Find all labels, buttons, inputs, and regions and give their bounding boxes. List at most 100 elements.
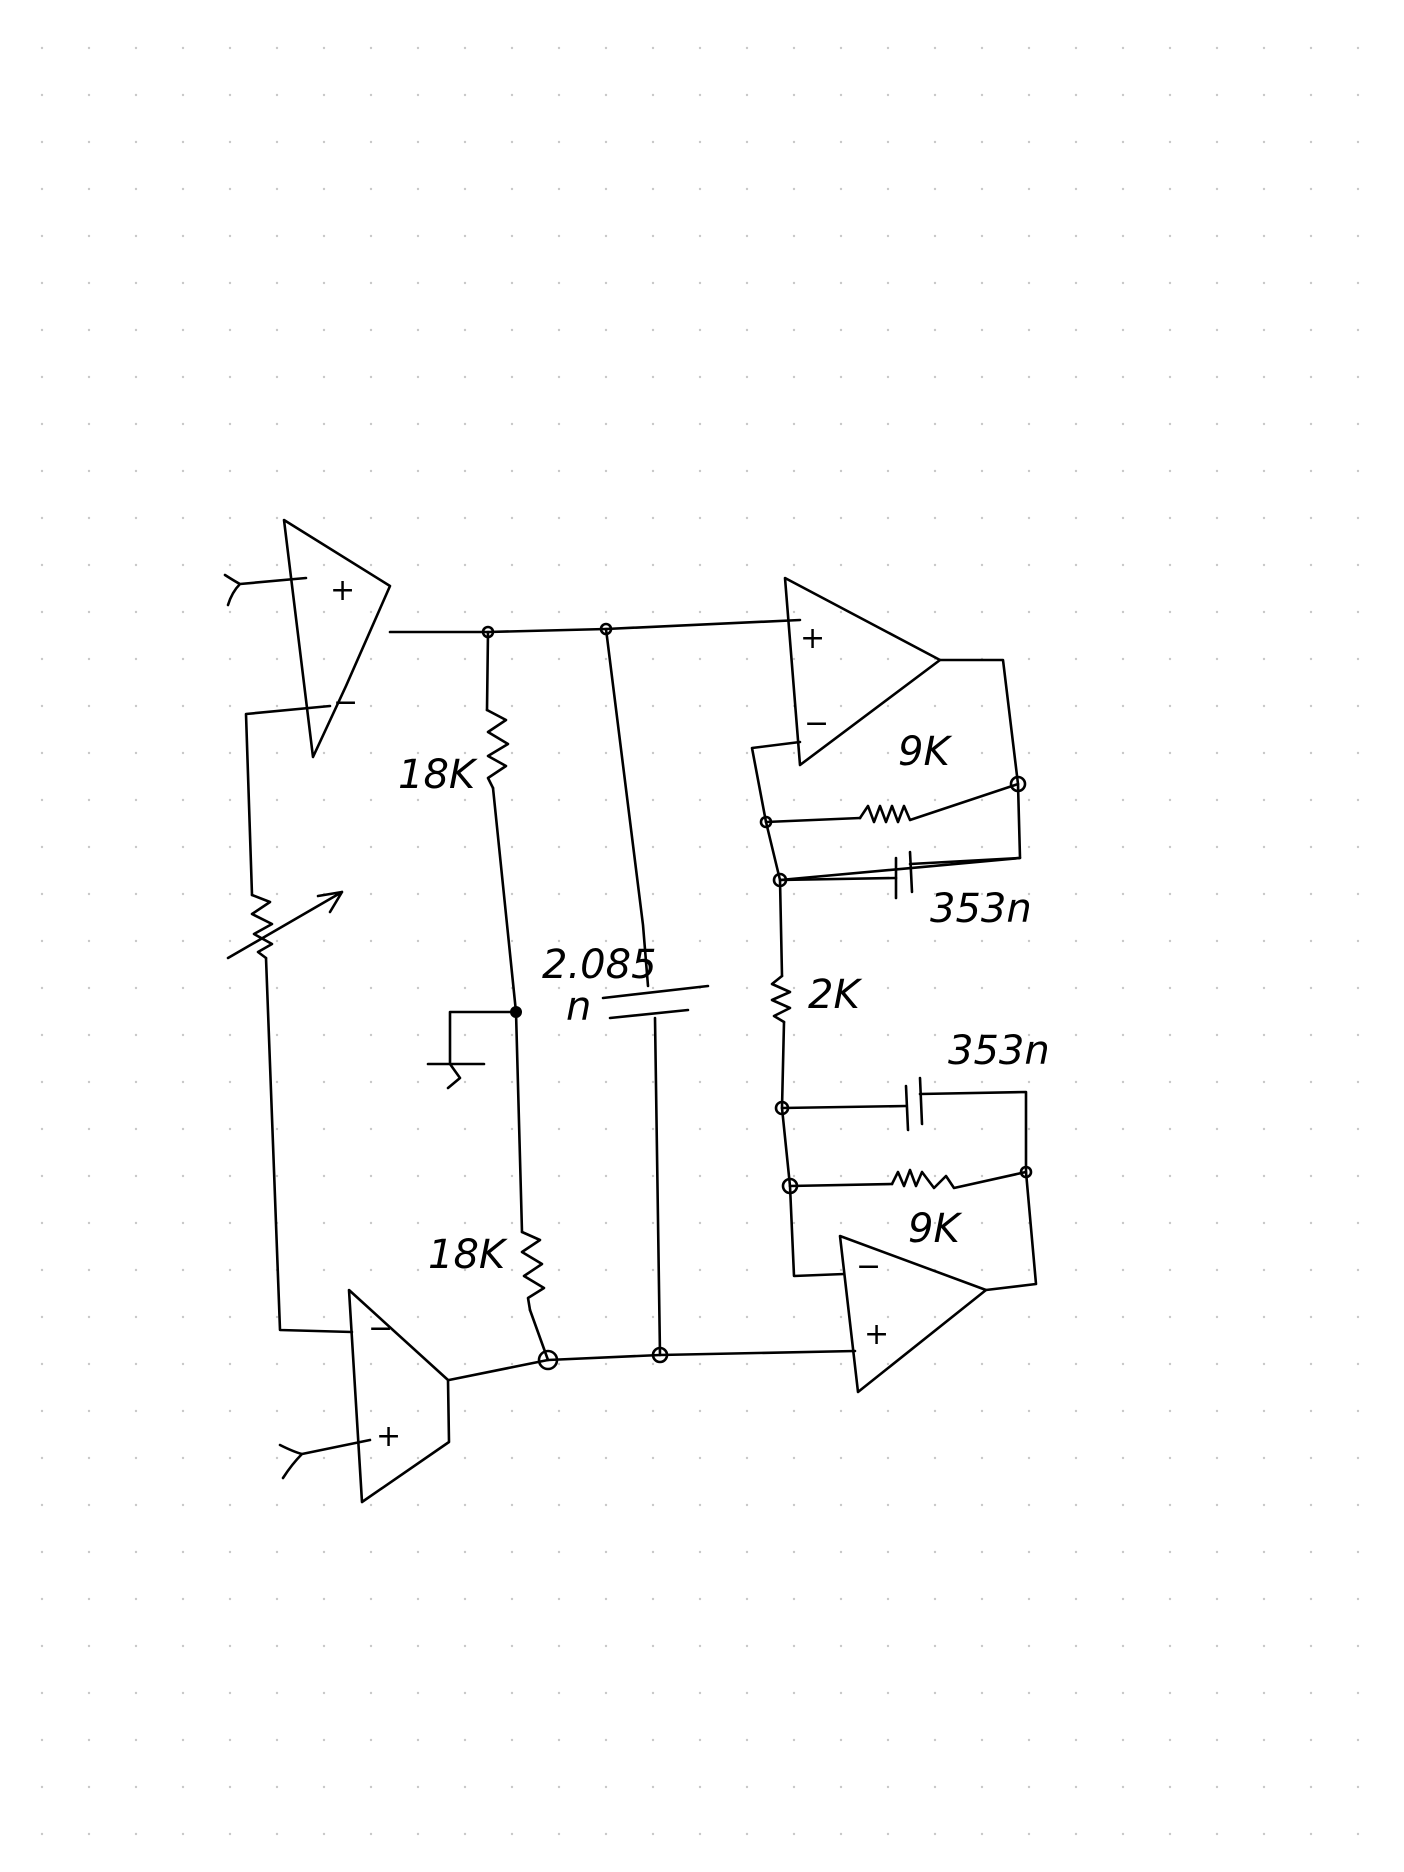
- grid-dot: [980, 328, 984, 332]
- grid-dot: [745, 46, 749, 50]
- grid-dot: [745, 1691, 749, 1695]
- grid-dot: [698, 140, 702, 144]
- grid-dot: [416, 1033, 420, 1037]
- grid-dot: [134, 375, 138, 379]
- grid-dot: [604, 986, 608, 990]
- grid-dot: [322, 563, 326, 567]
- grid-dot: [40, 1785, 44, 1789]
- wire-cap-center-top: [604, 627, 650, 988]
- grid-dot: [134, 1315, 138, 1319]
- grid-dot: [1168, 1127, 1172, 1131]
- grid-dot: [1215, 1456, 1219, 1460]
- grid-dot: [698, 1080, 702, 1084]
- grid-dot: [933, 422, 937, 426]
- grid-dot: [698, 1221, 702, 1225]
- grid-dot: [557, 1033, 561, 1037]
- grid-dot: [604, 422, 608, 426]
- grid-dot: [1074, 375, 1078, 379]
- grid-dot: [181, 281, 185, 285]
- grid-dot: [510, 281, 514, 285]
- grid-dot: [792, 1691, 796, 1695]
- grid-dot: [322, 234, 326, 238]
- grid-dot: [651, 1080, 655, 1084]
- grid-dot: [1121, 187, 1125, 191]
- grid-dot: [1121, 375, 1125, 379]
- grid-dot: [1074, 1738, 1078, 1742]
- grid-dot: [134, 845, 138, 849]
- grid-dot: [181, 1127, 185, 1131]
- grid-dot: [228, 1597, 232, 1601]
- grid-dot: [369, 1738, 373, 1742]
- grid-dot: [463, 563, 467, 567]
- grid-dot: [745, 140, 749, 144]
- grid-dot: [134, 798, 138, 802]
- grid-dot: [886, 892, 890, 896]
- grid-dot: [322, 1127, 326, 1131]
- grid-dot: [745, 986, 749, 990]
- grid-dot: [1168, 234, 1172, 238]
- grid-dot: [322, 1033, 326, 1037]
- grid-dot: [40, 1456, 44, 1460]
- grid-dot: [557, 375, 561, 379]
- grid-dot: [933, 1033, 937, 1037]
- grid-dot: [369, 375, 373, 379]
- grid-dot: [322, 1738, 326, 1742]
- grid-dot: [1262, 234, 1266, 238]
- grid-dot: [839, 187, 843, 191]
- grid-dot: [181, 140, 185, 144]
- grid-dot: [416, 751, 420, 755]
- grid-dot: [416, 422, 420, 426]
- grid-dot: [698, 93, 702, 97]
- grid-dot: [792, 1221, 796, 1225]
- grid-dot: [463, 422, 467, 426]
- grid-dot: [369, 1503, 373, 1507]
- grid-dot: [181, 1832, 185, 1836]
- grid-dot: [1309, 1691, 1313, 1695]
- grid-dot: [416, 281, 420, 285]
- grid-dot: [40, 986, 44, 990]
- grid-dot: [604, 1174, 608, 1178]
- grid-dot: [275, 892, 279, 896]
- grid-dot: [792, 46, 796, 50]
- grid-dot: [1262, 1597, 1266, 1601]
- grid-dot: [886, 328, 890, 332]
- grid-dot: [980, 892, 984, 896]
- grid-dot: [463, 1503, 467, 1507]
- label-9k-top: 9K: [898, 729, 952, 775]
- grid-dot: [839, 1080, 843, 1084]
- grid-dot: [228, 328, 232, 332]
- grid-dot: [510, 234, 514, 238]
- grid-dot: [510, 704, 514, 708]
- grid-dot: [181, 1738, 185, 1742]
- grid-dot: [463, 328, 467, 332]
- grid-dot: [40, 1268, 44, 1272]
- grid-dot: [1356, 46, 1360, 50]
- grid-dot: [604, 187, 608, 191]
- grid-dot: [134, 1362, 138, 1366]
- wire-9k-top: [764, 816, 862, 824]
- grid-dot: [40, 1503, 44, 1507]
- grid-dot: [1356, 328, 1360, 332]
- grid-dot: [87, 892, 91, 896]
- grid-dot: [557, 328, 561, 332]
- grid-dot: [1356, 140, 1360, 144]
- grid-dot: [886, 657, 890, 661]
- grid-dot: [134, 751, 138, 755]
- grid-dot: [933, 1080, 937, 1084]
- grid-dot: [87, 516, 91, 520]
- grid-dot: [322, 1503, 326, 1507]
- grid-dot: [1215, 1738, 1219, 1742]
- grid-dot: [557, 892, 561, 896]
- grid-dot: [980, 1456, 984, 1460]
- grid-dot: [369, 328, 373, 332]
- grid-dot: [228, 422, 232, 426]
- grid-dot: [886, 563, 890, 567]
- grid-dot: [980, 798, 984, 802]
- grid-dot: [1309, 892, 1313, 896]
- grid-dot: [651, 1315, 655, 1319]
- grid-dot: [369, 939, 373, 943]
- grid-dot: [1168, 281, 1172, 285]
- grid-dot: [886, 751, 890, 755]
- grid-dot: [557, 1832, 561, 1836]
- grid-dot: [181, 1503, 185, 1507]
